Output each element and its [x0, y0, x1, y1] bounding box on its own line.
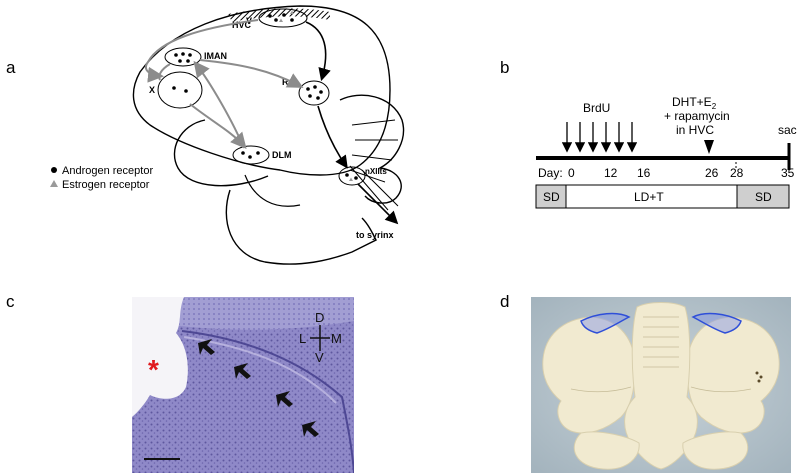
pathway-hvc-to-ra	[305, 21, 331, 82]
estrogen-legend-marker	[50, 180, 58, 187]
lesion-asterisk: *	[148, 354, 159, 385]
day-35: 35	[781, 166, 795, 180]
treatment-line2: + rapamycin	[664, 109, 730, 123]
hvc-outline-right	[691, 312, 742, 334]
sac-label: sac	[778, 123, 797, 137]
dlm-nucleus	[232, 145, 270, 165]
orientation-l: L	[299, 331, 306, 346]
ld-t-bar-label: LD+T	[634, 190, 664, 204]
brdu-label: BrdU	[583, 101, 610, 115]
midline-tissue	[624, 302, 698, 470]
pathway-ra-to-nxiits	[317, 105, 348, 169]
panel-d-letter: d	[500, 292, 510, 311]
hvc-outline-left	[580, 312, 631, 334]
boundary-arrows	[198, 339, 319, 437]
region-dlm-label: DLM	[272, 150, 292, 160]
pathway-nxiits-to-syrinx	[357, 183, 399, 225]
region-x-label: X	[149, 85, 155, 95]
day-label: Day:	[538, 166, 563, 180]
sd-bar-start-label: SD	[543, 190, 560, 204]
ventricle-hatch	[228, 8, 330, 22]
orientation-d: D	[315, 310, 324, 325]
pathway-dlm-to-lman	[193, 60, 245, 149]
day-26: 26	[705, 166, 719, 180]
region-nxiits-label: nXIIts	[365, 167, 387, 176]
midbrain-outline	[173, 119, 269, 187]
androgen-legend-label: Androgen receptor	[62, 165, 153, 177]
hvc-nucleus	[258, 8, 308, 28]
rapamycin-arrowhead	[704, 140, 714, 154]
pathway-x-to-dlm	[189, 103, 247, 150]
region-hvc-label: HVC	[232, 20, 252, 30]
sd-bar-end	[736, 184, 790, 209]
day-0: 0	[568, 166, 575, 180]
orientation-m: M	[331, 331, 342, 346]
panel-b-letter: b	[500, 58, 510, 77]
region-lman-label: lMAN	[204, 51, 227, 61]
day-28: 28	[730, 166, 744, 180]
treatment-line3: in HVC	[676, 123, 714, 137]
day-12: 12	[604, 166, 618, 180]
pathway-lman-to-ra	[199, 59, 304, 88]
brainstem-outline	[225, 189, 377, 265]
estrogen-legend-label: Estrogen receptor	[62, 179, 150, 191]
ra-nucleus	[298, 80, 330, 106]
lesion-area	[132, 297, 188, 417]
cerebrum-outline	[132, 5, 391, 176]
pathway-lman-to-x	[158, 63, 171, 81]
brdu-injection-arrows	[561, 122, 638, 153]
day-16: 16	[637, 166, 651, 180]
pathway-hvc-to-x	[144, 19, 259, 83]
panel-a-letter: a	[6, 58, 16, 77]
area-x-nucleus	[157, 71, 203, 109]
lman-nucleus	[164, 47, 202, 67]
nissl-micrograph: D L M V *	[132, 297, 354, 473]
orientation-v: V	[315, 350, 324, 365]
sd-bar-end-label: SD	[755, 190, 772, 204]
nxiits-nucleus	[338, 166, 366, 186]
brain-slice-photo	[531, 297, 791, 473]
to-syrinx-label: to syrinx	[356, 230, 394, 240]
panel-c-letter: c	[6, 292, 15, 311]
cerebellum-outline	[339, 94, 405, 204]
treatment-line1: DHT+E2	[672, 95, 717, 111]
androgen-legend-marker	[51, 167, 57, 173]
